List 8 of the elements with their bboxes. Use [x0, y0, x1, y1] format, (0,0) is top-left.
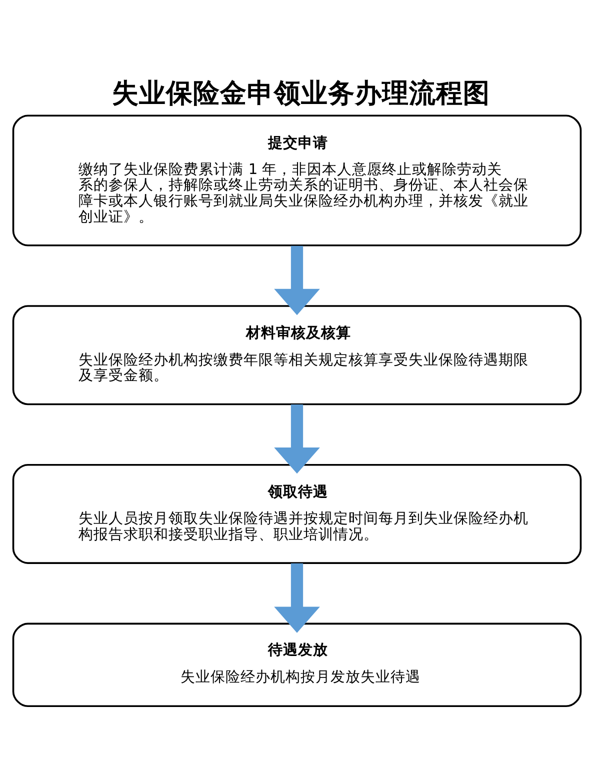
node-box: 提交申请 缴纳了失业保险费累计满 1 年，非因本人意愿终止或解除劳动关系的参保人，持解除或终止劳动关系的证明书、身份证、本人社会保障卡或本人银行账号到就业局失业保险经办机构办理，并核发《就业创业证》。	[12, 114, 582, 246]
arrow	[274, 245, 320, 315]
node-box: 材料审核及核算 失业保险经办机构按缴费年限等相关规定核算享受失业保险待遇期限及享受金额。	[12, 304, 582, 405]
node-box: 领取待遇 失业人员按月领取失业保险待遇并按规定时间每月到失业保险经办机构报告求职和接受职业指导、职业培训情况。	[12, 463, 582, 564]
diagram-title: 失业保险金申领业务办理流程图	[112, 77, 490, 108]
node-box: 待遇发放 失业保险经办机构按月发放失业待遇	[12, 622, 582, 707]
arrow	[274, 562, 320, 632]
arrow	[274, 404, 320, 474]
